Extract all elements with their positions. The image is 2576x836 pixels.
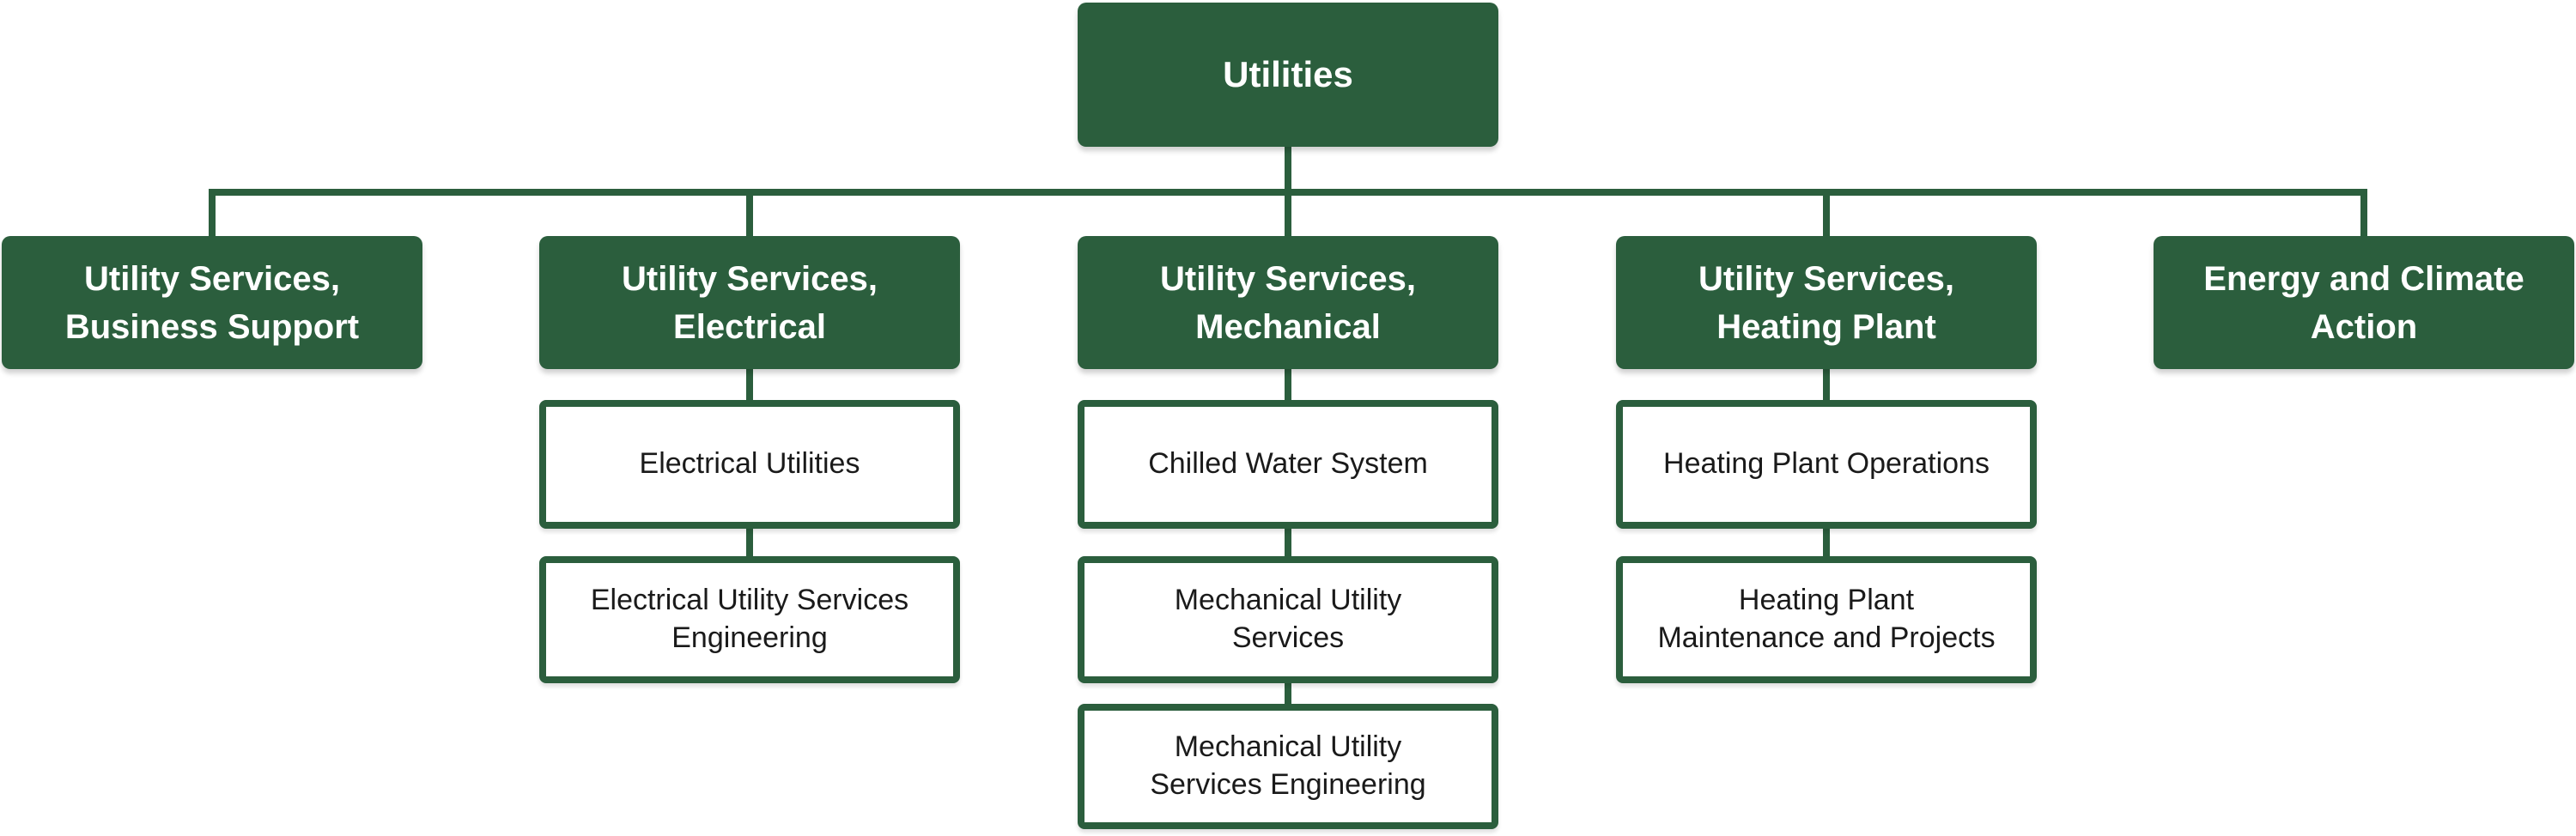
root-box-utilities: Utilities xyxy=(1078,3,1498,147)
child-box-chilled-water-system: Chilled Water System xyxy=(1078,400,1498,529)
header-box-electrical: Utility Services, Electrical xyxy=(539,236,960,369)
connector-heating-child-2 xyxy=(1823,529,1830,556)
header-box-energy-climate-action: Energy and Climate Action xyxy=(2154,236,2574,369)
connector-mechanical-child-2 xyxy=(1285,529,1291,556)
header-box-mechanical: Utility Services, Mechanical xyxy=(1078,236,1498,369)
connector-electrical-child-1 xyxy=(746,369,753,400)
connector-drop-heating-plant xyxy=(1823,189,1830,236)
child-box-heating-plant-maintenance-and-projects: Heating Plant Maintenance and Projects xyxy=(1616,556,2037,683)
connector-drop-business-support xyxy=(209,189,216,236)
connector-mechanical-child-3 xyxy=(1285,683,1291,704)
connector-drop-electrical xyxy=(746,189,753,236)
connector-heating-child-1 xyxy=(1823,369,1830,400)
header-box-business-support: Utility Services, Business Support xyxy=(2,236,422,369)
child-box-electrical-utilities: Electrical Utilities xyxy=(539,400,960,529)
header-box-heating-plant: Utility Services, Heating Plant xyxy=(1616,236,2037,369)
child-box-heating-plant-operations: Heating Plant Operations xyxy=(1616,400,2037,529)
connector-horizontal-bus xyxy=(209,189,2367,196)
child-box-electrical-utility-services-engineering: Electrical Utility Services Engineering xyxy=(539,556,960,683)
connector-electrical-child-2 xyxy=(746,529,753,556)
child-box-mechanical-utility-services: Mechanical Utility Services xyxy=(1078,556,1498,683)
child-box-mechanical-utility-services-engineering: Mechanical Utility Services Engineering xyxy=(1078,704,1498,829)
connector-mechanical-child-1 xyxy=(1285,369,1291,400)
connector-drop-energy-climate xyxy=(2360,189,2367,236)
